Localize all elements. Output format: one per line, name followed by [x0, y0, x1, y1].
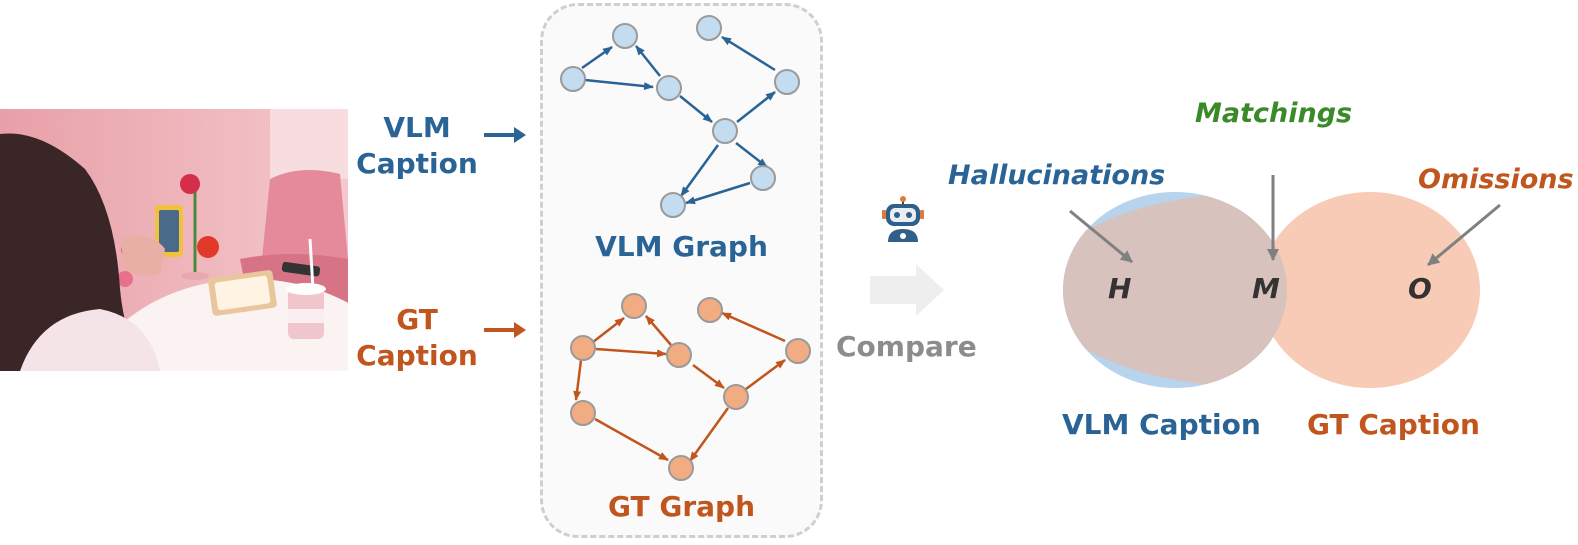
- vlm-caption-line2: Caption: [356, 147, 478, 180]
- venn-vlm-caption-label: VLM Caption: [1062, 408, 1261, 441]
- compare-arrow: [870, 264, 944, 316]
- hallucinations-label: Hallucinations: [948, 160, 1166, 191]
- compare-label: Compare: [836, 330, 977, 363]
- gt-graph-title: GT Graph: [608, 490, 755, 523]
- vlm-graph-title: VLM Graph: [595, 230, 768, 263]
- gt-node: [785, 338, 811, 364]
- venn-letter-m: M: [1252, 272, 1280, 305]
- venn-diagram: [1063, 192, 1480, 388]
- venn-pointer-arrows: [1069, 175, 1501, 267]
- venn-letter-o: O: [1408, 272, 1432, 305]
- gt-caption-line2: Caption: [356, 339, 478, 372]
- gt-caption-label: GT Caption: [352, 302, 482, 374]
- vlm-node: [656, 75, 682, 101]
- vlm-node: [696, 15, 722, 41]
- gt-node: [570, 335, 596, 361]
- gt-node: [697, 297, 723, 323]
- vlm-node: [712, 118, 738, 144]
- gt-caption-line1: GT: [396, 303, 438, 336]
- robot-icon: [882, 196, 924, 242]
- vlm-node: [774, 69, 800, 95]
- venn-gt-caption-label: GT Caption: [1307, 408, 1480, 441]
- gt-caption-arrow: [484, 322, 526, 338]
- venn-overlap: [1063, 192, 1287, 388]
- vlm-caption-line1: VLM: [383, 111, 451, 144]
- venn-gt-circle: [1260, 192, 1480, 388]
- vlm-graph: [560, 15, 800, 218]
- gt-node: [570, 400, 596, 426]
- gt-node: [723, 384, 749, 410]
- vlm-node: [612, 23, 638, 49]
- vlm-node: [750, 165, 776, 191]
- gt-node: [668, 455, 694, 481]
- gt-graph: [570, 293, 811, 481]
- venn-letter-h: H: [1108, 272, 1132, 305]
- graph-panel: [540, 3, 823, 538]
- gt-node: [666, 342, 692, 368]
- vlm-caption-arrow: [484, 127, 526, 143]
- vlm-node: [560, 66, 586, 92]
- vlm-caption-label: VLM Caption: [352, 110, 482, 182]
- scene-photo: [0, 109, 348, 371]
- vlm-node: [660, 192, 686, 218]
- gt-node: [621, 293, 647, 319]
- omissions-label: Omissions: [1418, 164, 1574, 195]
- matchings-label: Matchings: [1195, 98, 1353, 129]
